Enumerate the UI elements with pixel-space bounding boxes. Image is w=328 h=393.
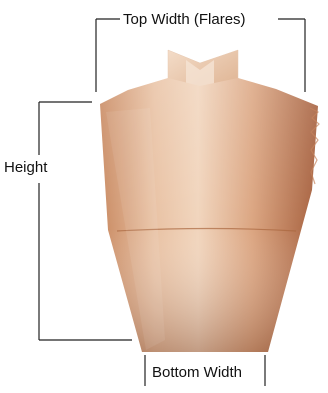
height-label: Height <box>4 160 47 175</box>
top-width-label: Top Width (Flares) <box>121 12 248 27</box>
cone-body <box>100 78 319 352</box>
bottom-width-label: Bottom Width <box>152 365 242 380</box>
